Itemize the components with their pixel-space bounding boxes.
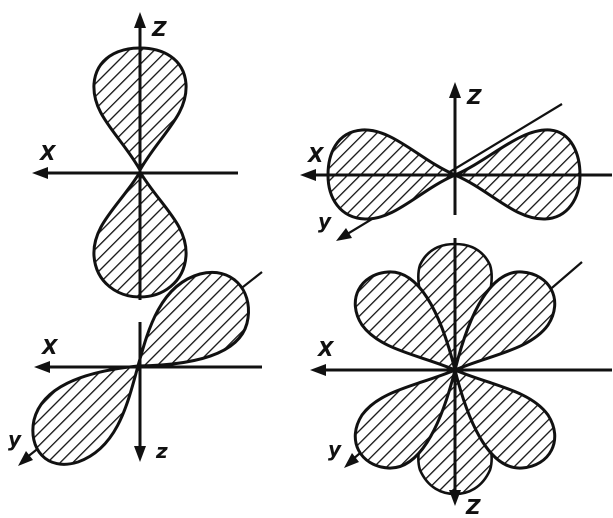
z-label: z (155, 439, 168, 463)
y-arrow-icon (18, 451, 33, 466)
lower-left-lobe (353, 367, 458, 470)
lower-right-lobe (452, 367, 557, 470)
z-label: Z (465, 495, 481, 518)
x-label: X (316, 337, 335, 361)
far-lobe (136, 271, 250, 368)
z-arrow-icon (449, 82, 461, 98)
x-arrow-icon (34, 361, 50, 373)
y-arrow-icon (336, 228, 352, 241)
upper-left-lobe (353, 270, 458, 373)
z-label: Z (466, 85, 482, 109)
x-label: X (40, 335, 59, 359)
y-arrow-icon (344, 453, 359, 468)
x-label: X (38, 141, 57, 165)
y-label: y (8, 427, 22, 451)
x-arrow-icon (310, 364, 326, 376)
x-label: X (306, 143, 325, 167)
z-arrow-icon (134, 446, 146, 462)
x-arrow-icon (300, 169, 316, 181)
pz-orbital-panel: Z X (32, 12, 238, 300)
px-orbital-panel: Z X y (300, 82, 612, 241)
upper-right-lobe (452, 270, 557, 373)
y-label: y (328, 437, 342, 461)
d-orbital-panel: X y Z (310, 238, 612, 518)
x-arrow-icon (32, 167, 48, 179)
py-orbital-panel: X y z (8, 271, 263, 466)
y-label: y (318, 209, 332, 233)
z-arrow-icon (449, 490, 461, 506)
near-lobe (31, 364, 141, 466)
z-label: Z (151, 17, 167, 41)
z-arrow-icon (134, 12, 146, 28)
